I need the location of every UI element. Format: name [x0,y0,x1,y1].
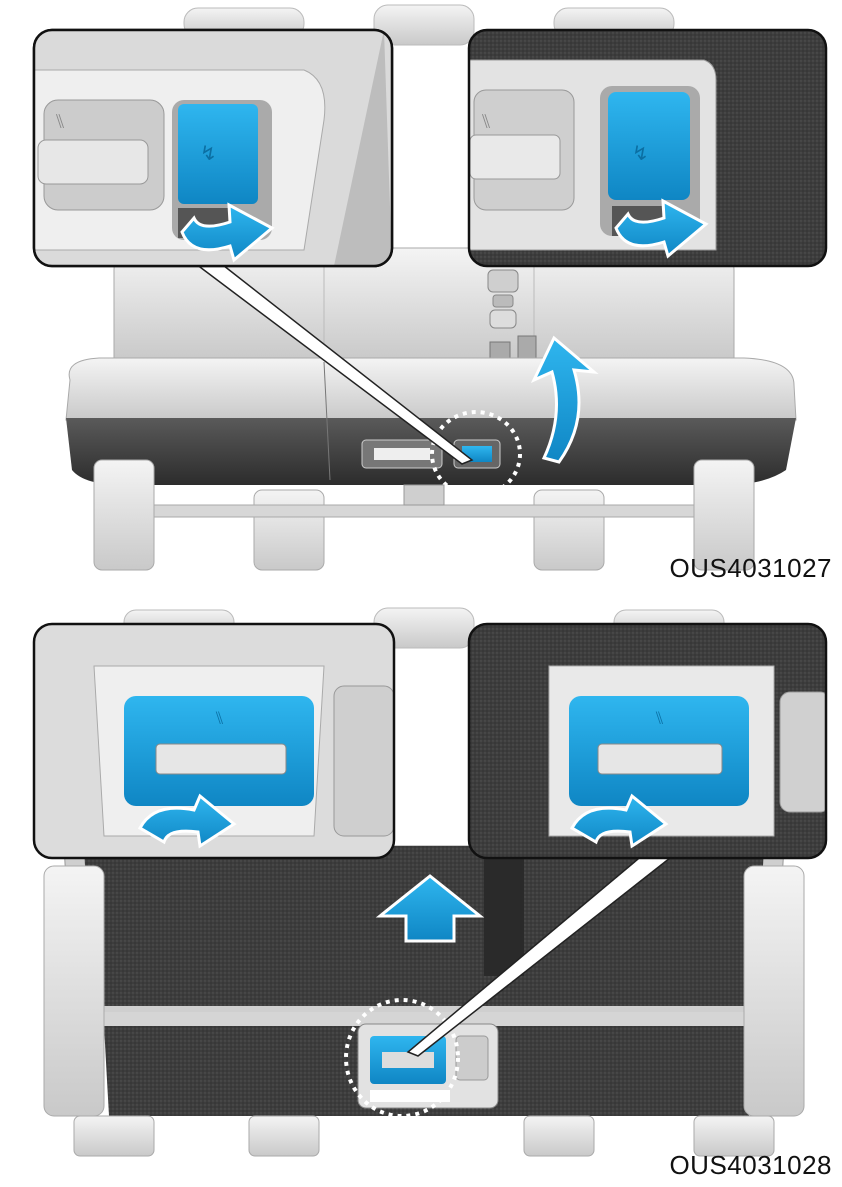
inset-right: ⑊ ↯ [467,28,828,268]
figure-caption: OUS4031028 [669,1150,832,1180]
fold-lever-slot [361,410,522,498]
rotate-up-arrow-icon [530,335,599,464]
curved-pull-arrow-icon [180,202,275,263]
illustration-fold-cushion: ⑊ ↯ ⑊ ↯ [4,0,838,588]
highlight-circle [430,410,522,498]
highlight-circle [344,998,460,1118]
figure-caption: OUS4031027 [669,553,832,583]
svg-text:⑊: ⑊ [480,109,492,133]
svg-text:⑊: ⑊ [654,708,665,729]
seat-illustration-1: ⑊ ↯ ⑊ ↯ [32,4,828,571]
inset-left: ⑊ [32,622,396,860]
svg-text:↯: ↯ [632,141,649,165]
curved-pull-arrow-icon [137,793,237,849]
seat-illustration-2: ⑊ ⑊ [32,607,828,1157]
seat-frame [43,865,805,1157]
svg-text:⑊: ⑊ [214,708,225,729]
push-up-arrow-icon [375,874,485,943]
inset-right: ⑊ [467,622,828,860]
seat-belt-buckle [487,269,537,359]
seat-recline-icon: ⑊ [54,109,66,133]
svg-text:↯: ↯ [200,141,217,165]
seat-fold-lever-icon [178,104,258,204]
illustration-pull-seat: ⑊ ⑊ OUS4031028 [4,596,838,1187]
seat-frame [93,459,755,571]
inset-left: ⑊ ↯ [32,28,394,268]
fold-strap-slot [344,998,499,1118]
